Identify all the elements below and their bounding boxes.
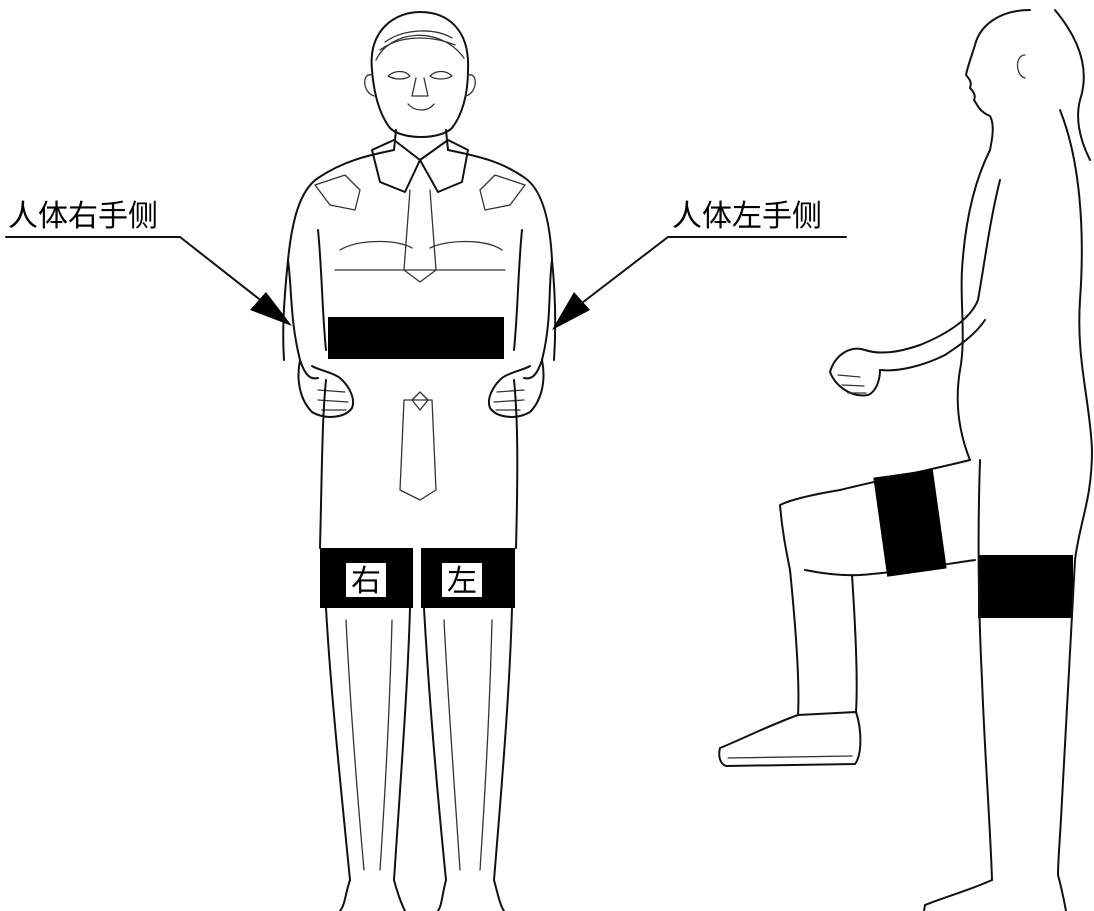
callout-left-hand-leader: [578, 237, 668, 306]
side-front-torso: [958, 150, 990, 460]
front-arm-right-of-figure: [288, 230, 326, 378]
side-head-profile: [966, 10, 1030, 150]
front-nose: [412, 78, 428, 96]
callout-left-hand-arrowhead: [552, 292, 590, 330]
side-standing-leg: [979, 460, 1075, 880]
side-band-standing-thigh: [978, 555, 1073, 618]
front-eyes: [388, 72, 452, 80]
front-fingers-right: [318, 390, 348, 410]
front-leg-right: [326, 608, 410, 880]
side-fingers: [838, 375, 866, 393]
front-arm-left-of-figure: [514, 230, 552, 378]
front-buckle: [412, 392, 428, 410]
front-tie: [404, 190, 436, 282]
front-chest-panel: [335, 242, 505, 271]
front-leg-right-inner: [346, 620, 392, 870]
side-hand: [830, 349, 880, 396]
front-shoulder-pad-right: [480, 175, 525, 210]
front-fingers-left: [494, 390, 524, 410]
front-fly: [400, 400, 436, 500]
thigh-tag-right: 右: [351, 564, 381, 599]
front-leg-left-inner: [444, 620, 492, 870]
callout-left-hand: 人体左手侧: [552, 199, 846, 330]
side-raised-shin: [790, 570, 857, 715]
front-hips: [320, 380, 517, 548]
side-band-raised-thigh: [873, 469, 946, 576]
side-back-torso: [1060, 110, 1092, 560]
front-leg-left: [424, 608, 512, 880]
callout-right-hand: 人体右手侧: [6, 199, 292, 326]
side-raised-foot-sole: [728, 756, 852, 758]
front-shoulder-pad-left: [315, 175, 360, 210]
front-mouth: [408, 104, 434, 110]
side-forearm: [880, 320, 985, 370]
callout-right-hand-leader: [180, 237, 268, 306]
waist-band: [328, 317, 504, 359]
thigh-tag-left: 左: [447, 564, 477, 599]
side-standing-foot: [924, 875, 1066, 911]
front-hair: [376, 31, 464, 60]
side-ear: [1018, 55, 1026, 78]
callout-left-hand-label: 人体左手侧: [672, 199, 822, 234]
side-figure: [719, 10, 1092, 911]
side-hair-back: [1055, 10, 1090, 160]
front-figure: 右 左: [283, 12, 555, 911]
front-feet: [340, 880, 504, 911]
callout-right-hand-label: 人体右手侧: [8, 199, 158, 234]
front-collar: [372, 140, 468, 192]
